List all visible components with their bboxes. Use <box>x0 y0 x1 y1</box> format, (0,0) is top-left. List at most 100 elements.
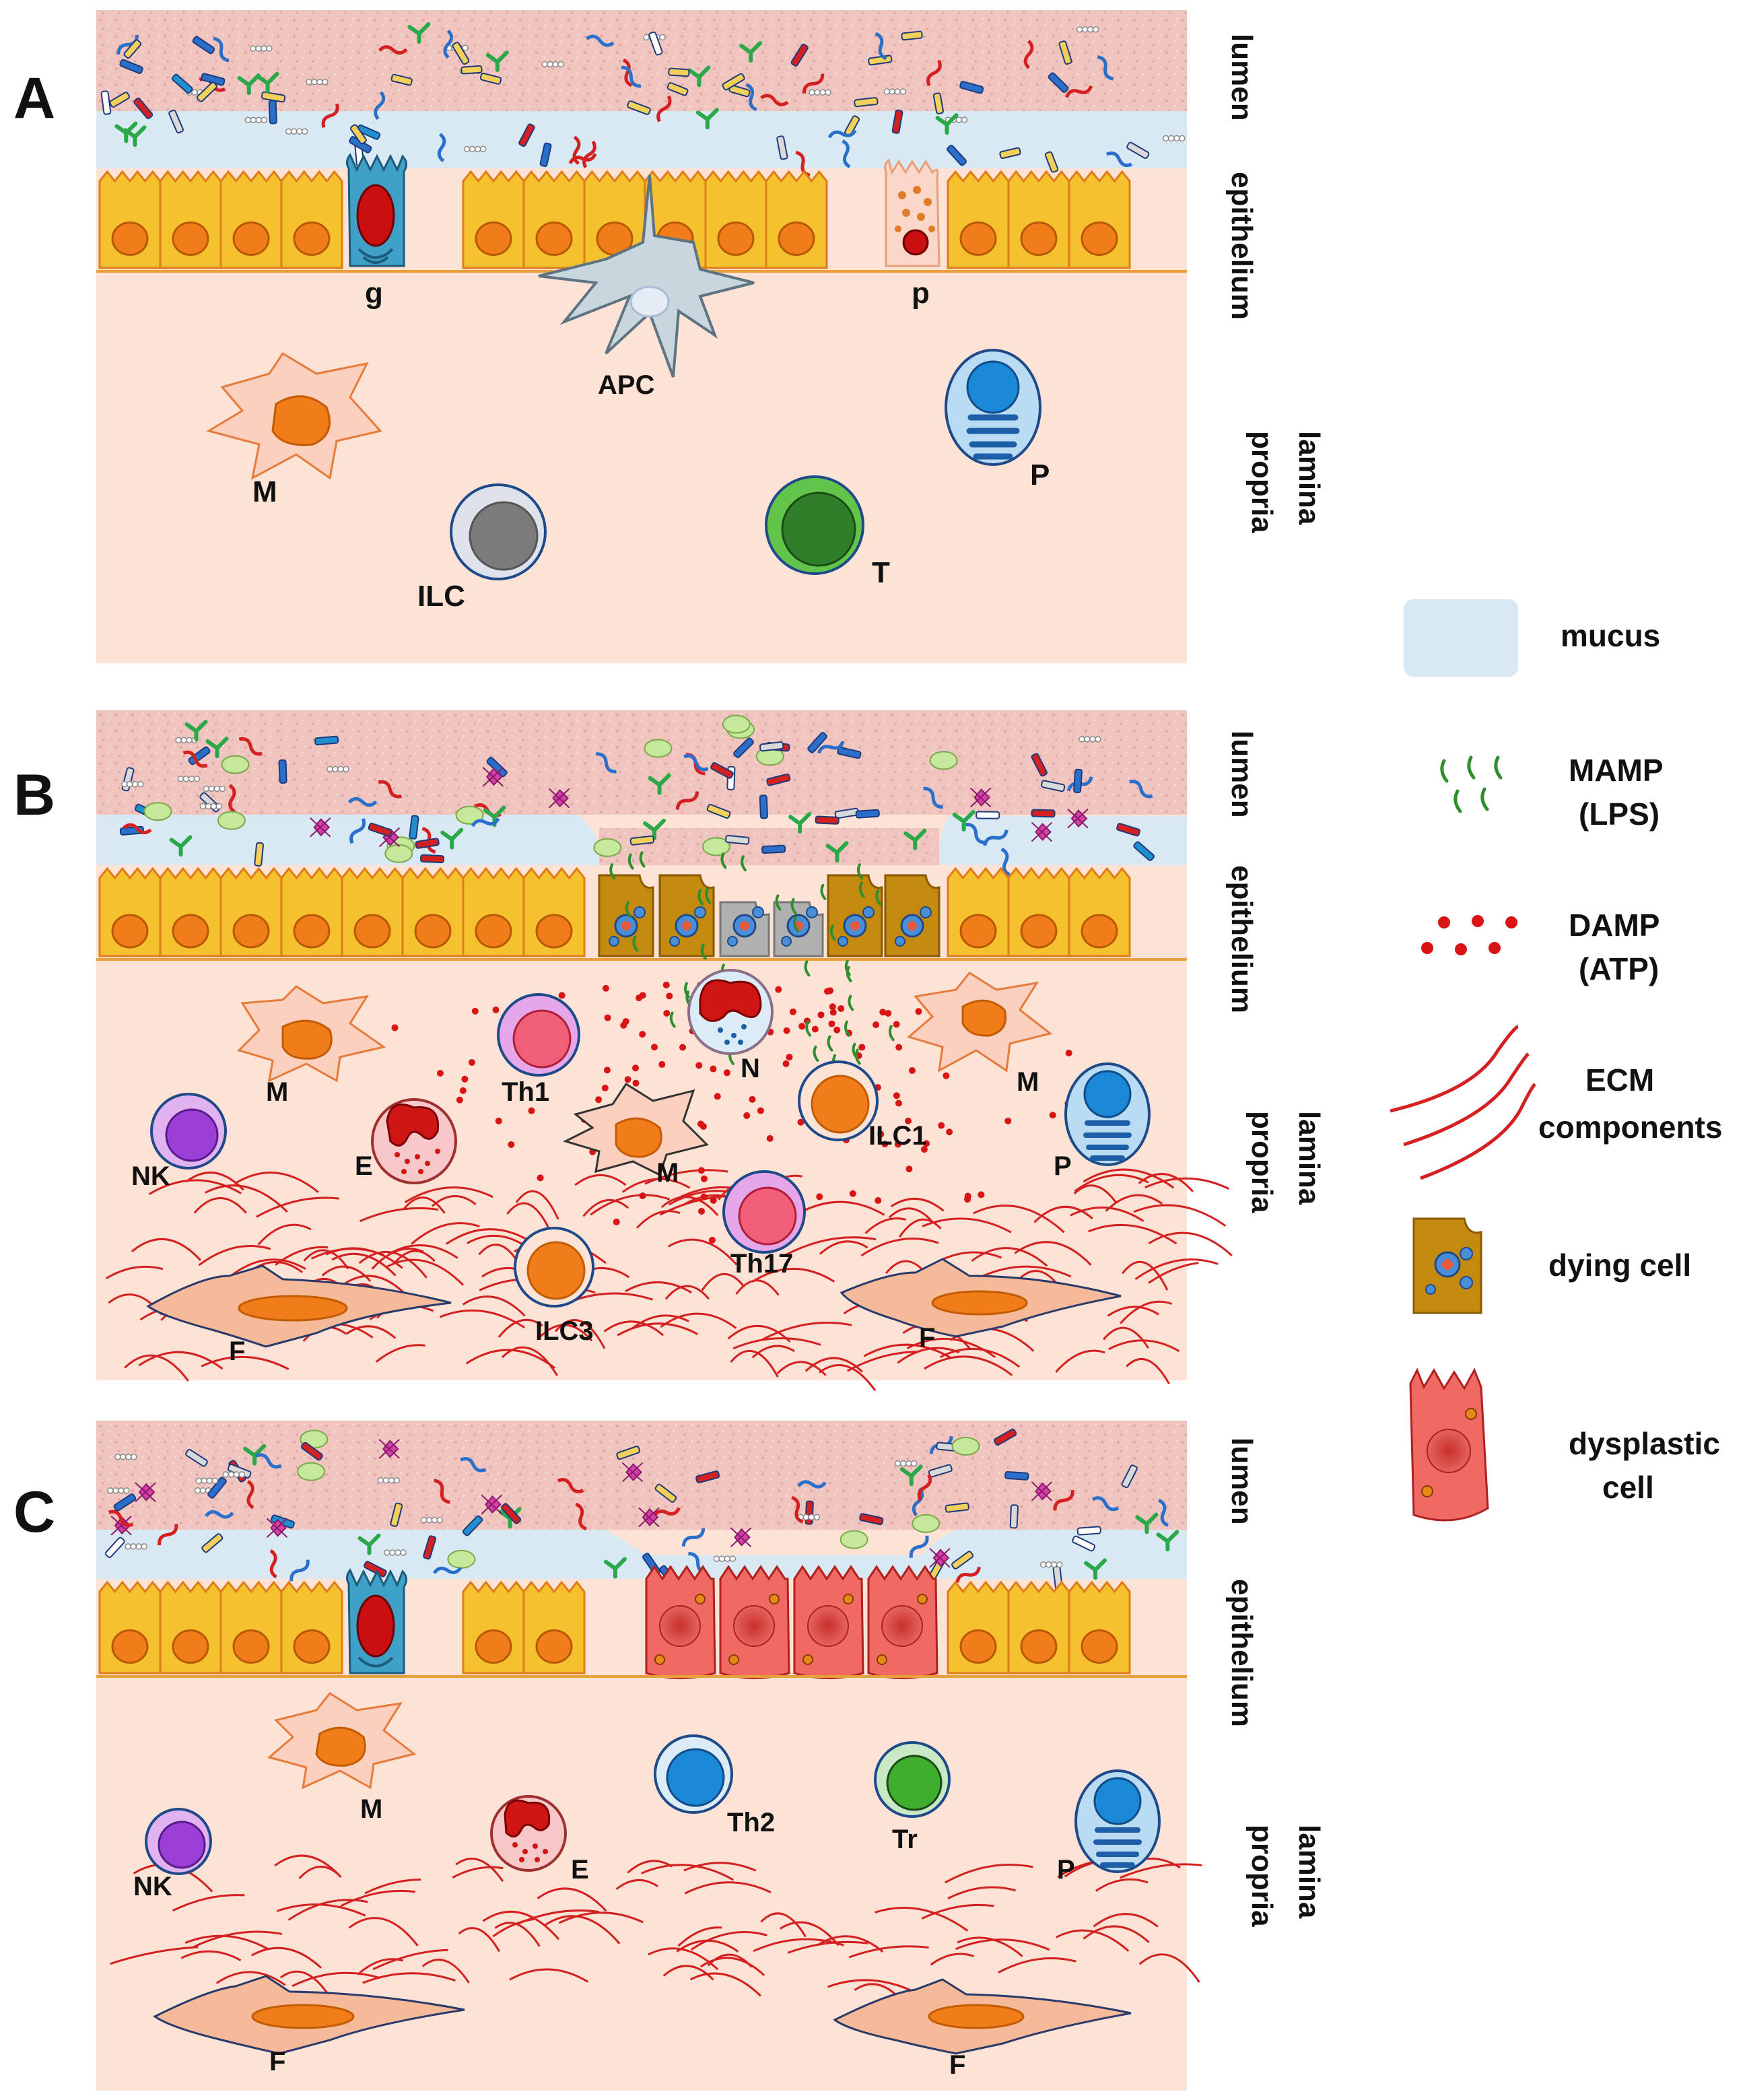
bacterium-coccus <box>1079 736 1085 743</box>
pathogen-blob <box>221 755 250 774</box>
bacterium-rod <box>776 135 788 160</box>
epithelial-nucleus <box>535 914 573 949</box>
mamp-mark <box>697 889 704 906</box>
bacterium-coccus <box>724 1555 731 1562</box>
mamp-mark <box>844 1020 850 1037</box>
bacterium-coccus <box>889 88 895 95</box>
mamp-mark <box>805 1020 812 1037</box>
damp-dot <box>537 1174 544 1182</box>
ecm-fiber <box>590 1194 671 1216</box>
ecm-fiber <box>375 1344 425 1363</box>
bacterium-spiral <box>1092 1496 1120 1512</box>
bacterium-coccus <box>819 89 826 96</box>
bacterium-coccus <box>808 1514 815 1521</box>
ecm-fiber <box>940 1347 1021 1368</box>
ecm-fiber <box>659 1195 729 1216</box>
side-label-epithelium-a: epithelium <box>1225 172 1258 320</box>
side-label-epithelium-c: epithelium <box>1225 1579 1258 1727</box>
damp-dot <box>662 981 670 988</box>
dysplastic-nucleus <box>659 1605 701 1647</box>
eosinophil-b <box>371 1098 457 1184</box>
damp-dot <box>601 1084 609 1091</box>
bacterium-coccus <box>194 1487 201 1494</box>
bacterium-rod <box>1072 1535 1096 1552</box>
ecm-fiber <box>256 1196 339 1218</box>
bacterium-rod <box>1044 151 1059 173</box>
bacterium-coccus <box>1081 26 1089 33</box>
macrophage-label-b1: M <box>266 1077 288 1107</box>
ecm-fiber <box>362 1972 456 1984</box>
side-label-lamina-c: lamina <box>1293 1825 1326 1919</box>
damp-dot <box>632 1064 640 1072</box>
bacterium-coccus <box>337 766 344 773</box>
epithelial-nucleus <box>111 222 149 256</box>
ecm-fiber <box>641 1864 734 1881</box>
side-label-propria-c: propria <box>1245 1825 1278 1927</box>
dying-cells <box>598 874 940 957</box>
bacterium-coccus <box>250 45 256 52</box>
bacterium-spiral <box>817 741 845 754</box>
pathogen-blob <box>455 805 484 825</box>
epithelial-nucleus <box>414 914 452 949</box>
bacterium-rod <box>1048 72 1069 93</box>
ecm-fiber <box>359 1207 439 1223</box>
bacterium-spiral <box>983 829 1008 846</box>
ilc1-cell <box>798 1060 879 1141</box>
damp-dot <box>558 992 566 999</box>
bacterium-coccus <box>233 1471 240 1478</box>
bacterium-spiral <box>1053 1490 1074 1511</box>
bacterium-spiral <box>289 1559 310 1582</box>
damp-dot <box>875 1197 882 1205</box>
goblet-label: g <box>365 277 383 310</box>
bacterium-rod <box>959 81 984 94</box>
ecm-fiber <box>662 1965 714 1981</box>
mamp-mark <box>820 883 827 900</box>
epithelial-nucleus <box>293 1629 331 1664</box>
damp-dot <box>920 1146 928 1153</box>
bacterium-coccus <box>1163 135 1169 142</box>
pathogen-blob <box>143 802 172 821</box>
damp-dot <box>459 1087 467 1094</box>
ecm-fiber <box>660 1196 719 1217</box>
bacterium-spiral <box>1105 151 1132 168</box>
legend-mucus-label: mucus <box>1561 618 1660 653</box>
bacterium-rod <box>616 1446 641 1460</box>
ecm-fiber <box>492 1918 535 1938</box>
bacterium-branched <box>952 810 976 832</box>
bacterium-coccus <box>205 803 212 810</box>
pathogen-star <box>638 1507 660 1528</box>
apc-dendritic-cell <box>538 174 755 378</box>
mamp-mark <box>669 1011 676 1028</box>
dying-cell-fragment-core <box>621 921 631 930</box>
bacterium-coccus <box>382 1477 390 1484</box>
damp-dot <box>714 1093 721 1100</box>
bacterium-spiral <box>213 36 230 63</box>
bacterium-spiral <box>557 1478 584 1493</box>
bacterium-rod <box>201 1533 224 1553</box>
bacterium-coccus <box>180 737 187 744</box>
damp-dot <box>1004 1117 1012 1124</box>
bacterium-coccus <box>201 1477 207 1485</box>
ecm-fiber <box>138 1351 224 1370</box>
macrophage-label-a: M <box>252 475 277 508</box>
pathogen-blob <box>702 837 730 856</box>
bacterium-coccus <box>244 116 252 123</box>
paneth-cell <box>884 158 940 267</box>
ecm-fiber <box>276 1903 366 1917</box>
damp-dot <box>895 1099 902 1107</box>
damp-dot <box>508 1141 515 1148</box>
ecm-fiber <box>690 1931 767 1951</box>
bacterium-spiral <box>1000 847 1011 877</box>
epithelial-nucleus <box>1081 1629 1118 1664</box>
bacterium-coccus <box>175 737 182 744</box>
ecm-fiber <box>1073 1184 1118 1204</box>
dying-cell-fragment-core <box>908 921 917 930</box>
bacterium-spiral <box>1065 85 1093 98</box>
bacterium-coccus <box>425 1516 433 1524</box>
ecm-fiber <box>501 1346 559 1376</box>
macrophage-b1 <box>237 985 386 1083</box>
mamp-mark <box>700 943 707 960</box>
bacterium-rod <box>133 97 153 119</box>
damp-dot <box>639 1031 646 1038</box>
ecm-fiber <box>537 1887 607 1912</box>
